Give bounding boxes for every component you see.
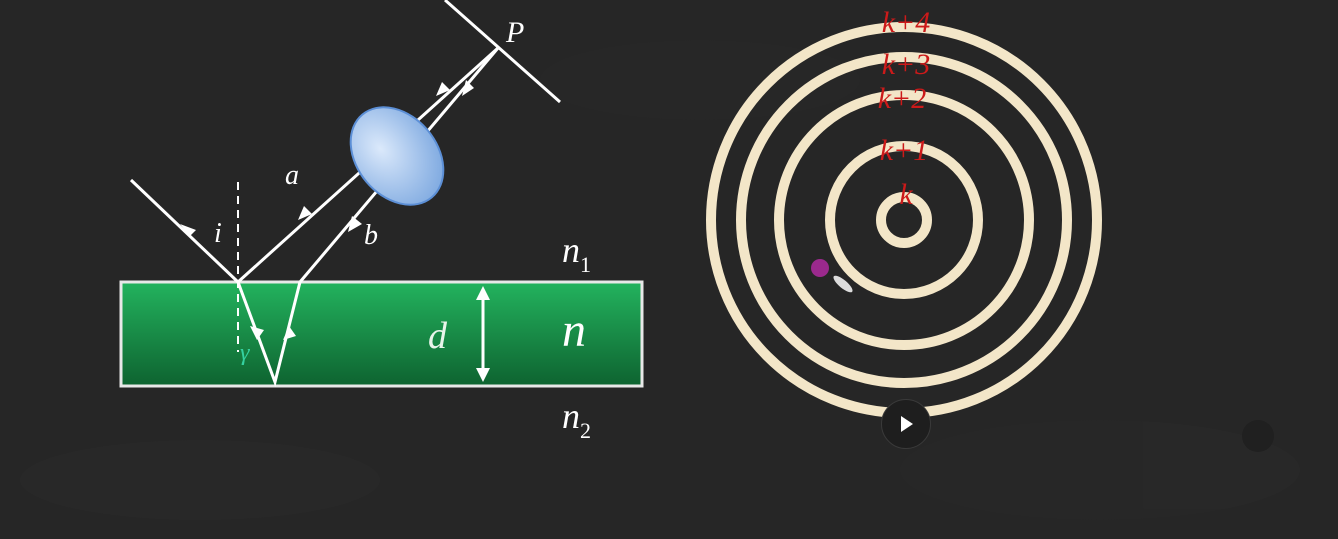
ring-k-plus-1	[825, 141, 983, 299]
refracted-ray	[236, 281, 302, 388]
ring-label-k-plus-4: k+4	[882, 6, 931, 39]
label-p: P	[505, 16, 524, 49]
play-icon	[901, 416, 913, 432]
label-i: i	[214, 218, 222, 249]
screen-line	[444, 0, 561, 104]
label-b: b	[364, 220, 378, 251]
ring-label-k-plus-1: k+1	[880, 134, 929, 167]
play-button[interactable]	[881, 399, 931, 449]
ray-a-arrow-1	[298, 206, 312, 220]
label-a: a	[285, 160, 299, 191]
label-n: n	[562, 304, 586, 357]
ring-k	[876, 192, 932, 248]
board-texture	[20, 40, 1300, 520]
ring-label-k: k	[899, 178, 913, 211]
label-d: d	[428, 315, 448, 357]
thin-film-diagram: P a b i γ d n n1 n2	[119, 0, 644, 443]
incident-ray	[129, 178, 240, 284]
convex-lens	[349, 106, 445, 206]
ring-label-k-plus-3: k+3	[882, 48, 931, 81]
thickness-arrow-bottom	[476, 368, 490, 382]
incident-ray-arrow	[180, 224, 196, 236]
ray-b-arrow-2	[462, 80, 474, 96]
ring-label-k-plus-2: k+2	[878, 82, 927, 115]
ring-k-plus-2	[774, 90, 1034, 350]
label-n1: n1	[562, 230, 591, 277]
refracted-ray-arrow-down	[250, 326, 264, 340]
cursor-mark	[811, 259, 853, 293]
ring-k-plus-3	[736, 52, 1072, 388]
ring-labels: k+4 k+3 k+2 k+1 k	[878, 6, 931, 211]
thickness-arrow-top	[476, 286, 490, 300]
ray-a-arrow-2	[436, 82, 450, 96]
label-n2: n2	[562, 396, 591, 443]
ray-b-arrow-1	[348, 216, 362, 232]
label-gamma: γ	[240, 340, 250, 366]
refracted-ray-arrow-up	[283, 326, 296, 340]
film-slab	[119, 280, 644, 388]
